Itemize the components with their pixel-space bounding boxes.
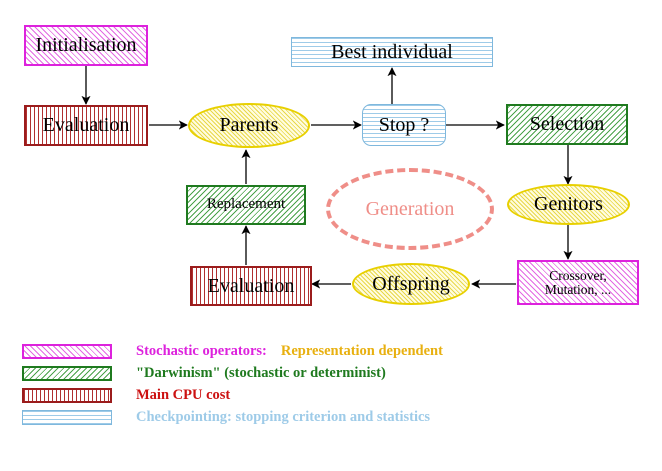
node-genitors[interactable]: Genitors — [507, 184, 630, 225]
node-genitors-label: Genitors — [534, 193, 603, 216]
node-best-individual-label: Best individual — [331, 40, 453, 63]
node-crossover-label: Crossover, — [549, 267, 607, 283]
node-evaluation-top[interactable]: Evaluation — [24, 105, 148, 146]
node-stop[interactable]: Stop ? — [362, 104, 446, 146]
legend-swatch-green-diagonal-hatch — [22, 365, 112, 381]
legend-swatch-blue-horizontal-hatch — [22, 409, 112, 425]
node-initialisation[interactable]: Initialisation — [24, 25, 148, 66]
node-initialisation-label: Initialisation — [35, 34, 137, 57]
legend-row-main-cpu-cost: Main CPU cost — [22, 384, 642, 406]
node-evaluation-bottom-label: Evaluation — [207, 274, 295, 297]
legend-swatch-magenta-diagonal-hatch — [22, 343, 112, 359]
node-offspring-label: Offspring — [372, 272, 450, 295]
legend-row-stochastic-operators: Stochastic operators: Representation depe… — [22, 340, 642, 362]
node-crossover-mutation[interactable]: Crossover, Mutation, ... — [517, 260, 639, 305]
node-generation-label: Generation — [365, 197, 455, 220]
node-parents[interactable]: Parents — [188, 103, 310, 148]
node-best-individual[interactable]: Best individual — [291, 37, 493, 67]
legend-text-stochastic-operators: Stochastic operators: — [136, 342, 267, 359]
node-mutation-label: Mutation, ... — [544, 281, 612, 297]
legend-text-checkpointing: Checkpointing: stopping criterion and st… — [136, 408, 431, 425]
legend-text-main-cpu-cost: Main CPU cost — [136, 386, 231, 403]
node-stop-label: Stop ? — [378, 113, 430, 136]
node-selection-label: Selection — [529, 113, 605, 136]
node-selection[interactable]: Selection — [506, 104, 628, 145]
node-replacement[interactable]: Replacement — [186, 185, 306, 225]
node-replacement-label: Replacement — [206, 196, 286, 213]
legend-row-checkpointing: Checkpointing: stopping criterion and st… — [22, 406, 642, 428]
legend-label-stochastic-operators: Stochastic operators: Representation depe… — [136, 343, 443, 360]
node-offspring[interactable]: Offspring — [352, 263, 470, 305]
node-evaluation-bottom[interactable]: Evaluation — [190, 266, 312, 306]
legend-row-darwinism: "Darwinism" (stochastic or determinist) — [22, 362, 642, 384]
legend-swatch-red-vertical-hatch — [22, 387, 112, 403]
legend-text-representation-dependent: Representation dependent — [280, 342, 443, 359]
node-parents-label: Parents — [219, 114, 279, 137]
legend-text-darwinism: "Darwinism" (stochastic or determinist) — [136, 364, 386, 381]
node-generation: Generation — [326, 168, 494, 250]
node-evaluation-top-label: Evaluation — [42, 114, 130, 137]
legend: Stochastic operators: Representation depe… — [22, 340, 642, 428]
